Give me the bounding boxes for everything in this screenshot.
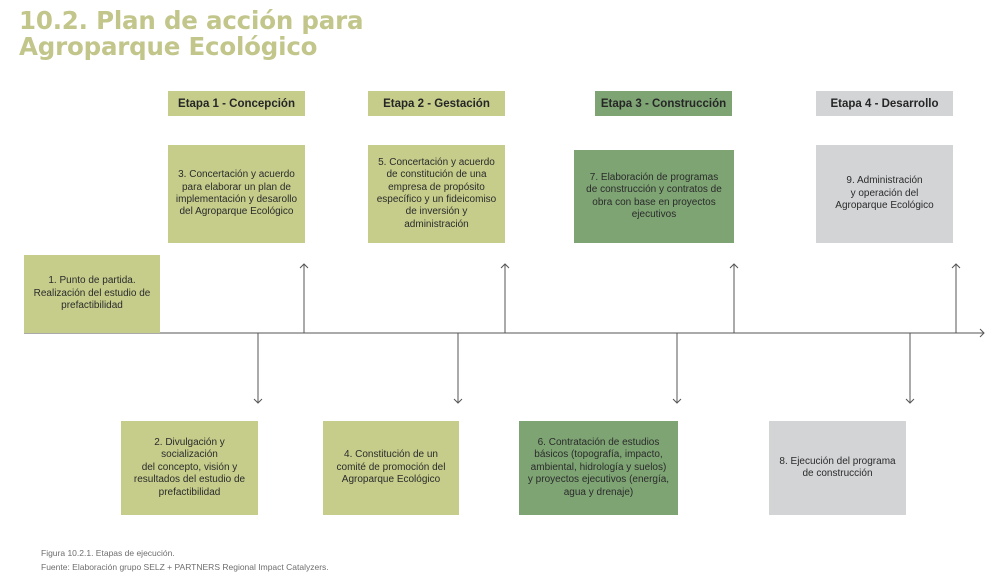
step-4-box: 4. Constitución de un comité de promoció… — [323, 421, 459, 515]
title-line-1: 10.2. Plan de acción para — [19, 6, 364, 35]
step-9-box: 9. Administración y operación del Agropa… — [816, 145, 953, 243]
step-8-box: 8. Ejecución del programa de construcció… — [769, 421, 906, 515]
stage-4-header: Etapa 4 - Desarrollo — [816, 91, 953, 116]
step-3-box: 3. Concertación y acuerdo para elaborar … — [168, 145, 305, 243]
step-6-box: 6. Contratación de estudios básicos (top… — [519, 421, 678, 515]
title-line-2: Agroparque Ecológico — [19, 32, 318, 61]
stage-2-header: Etapa 2 - Gestación — [368, 91, 505, 116]
figure-caption: Figura 10.2.1. Etapas de ejecución. — [41, 548, 175, 558]
figure-source: Fuente: Elaboración grupo SELZ + PARTNER… — [41, 562, 329, 572]
page-title: 10.2. Plan de acción para Agroparque Eco… — [19, 8, 363, 60]
step-1-box: 1. Punto de partida. Realización del est… — [24, 255, 160, 333]
step-5-box: 5. Concertación y acuerdo de constitució… — [368, 145, 505, 243]
stage-1-header: Etapa 1 - Concepción — [168, 91, 305, 116]
stage-3-header: Etapa 3 - Construcción — [595, 91, 732, 116]
step-2-box: 2. Divulgación y socialización del conce… — [121, 421, 258, 515]
step-7-box: 7. Elaboración de programas de construcc… — [574, 150, 734, 243]
